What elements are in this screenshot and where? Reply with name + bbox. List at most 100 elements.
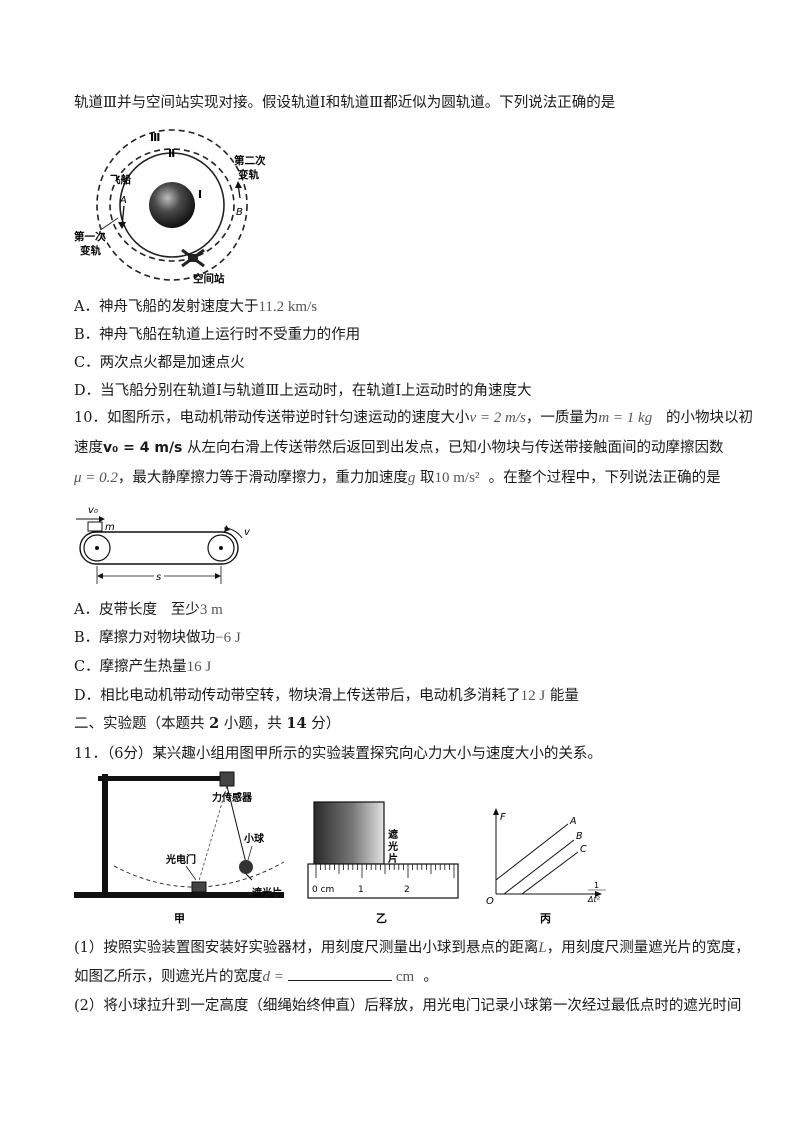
shade-char-3: 片 [388, 852, 398, 865]
q9-option-c: C．两次点火都是加速点火 [74, 355, 245, 371]
q11-p1-line2-text: 如图乙所示，则遮光片的宽度 [74, 969, 263, 985]
q10-line2: 速度v₀ = 4 m/s 从左向右滑上传送带然后返回到出发点，已知小物块与传送带… [74, 438, 724, 458]
q10-option-d-text2: 能量 [549, 688, 579, 704]
sensor-label: 力传感器 [212, 791, 253, 804]
q11-p1-line1: (1）按照实验装置图安装好实验器材，用刻度尺测量出小球到悬点的距离L，用刻度尺测… [74, 938, 750, 958]
section2-mid: 小题，共 [219, 716, 287, 732]
v-label: v [244, 527, 251, 538]
shade-icon [245, 873, 253, 881]
line-a-label: A [569, 816, 577, 827]
ruler-tick-2: 2 [404, 885, 410, 895]
conveyor-figure: v₀ m v s [76, 505, 251, 584]
q10-option-b-math: −6 J [215, 630, 241, 646]
block-icon [87, 521, 103, 532]
gate-leader [185, 865, 197, 881]
point-a-label: A [119, 195, 127, 206]
m-label: m [105, 522, 115, 533]
x-axis-denominator: Δt² [587, 895, 601, 904]
ruler-tick-0: 0 cm [312, 885, 334, 895]
force-sensor-icon [219, 771, 235, 787]
q10-option-d-text: D．相比电动机带动传动带空转，物块滑上传送带后，电动机多消耗了 [74, 688, 521, 704]
orbit2-label: Ⅱ [168, 147, 175, 160]
shade-char-2: 光 [387, 840, 398, 853]
first-change-label-1: 第一次 [74, 230, 106, 243]
answer-blank-d[interactable] [287, 966, 392, 981]
arrowhead-a-icon [118, 222, 126, 229]
q10-option-b: B．摩擦力对物块做功−6 J [74, 628, 241, 648]
fig-jia-caption: 甲 [174, 912, 185, 925]
rest-string [197, 785, 228, 885]
q10-v0-math: v₀ = 4 m/s [103, 440, 183, 456]
leader-first-change [101, 217, 119, 230]
ball-leader [247, 845, 253, 861]
q11-stem: 11．（6分）某兴趣小组用图甲所示的实验装置探究向心力大小与速度大小的关系。 [74, 746, 602, 762]
earth-icon [149, 182, 195, 228]
string [226, 785, 247, 864]
q10-option-c-text: C．摩擦产生热量 [74, 659, 187, 675]
orbit-3 [96, 129, 248, 281]
point-b-label: B [236, 207, 243, 218]
q10-line3-text-a: ，最大静摩擦力等于滑动摩擦力，重力加速度 [117, 470, 408, 486]
q10-line3: μ = 0.2，最大静摩擦力等于滑动摩擦力，重力加速度g 取10 m/s² 。在… [74, 468, 721, 488]
q10-option-c: C．摩擦产生热量16 J [74, 657, 211, 677]
q9-option-d: D．当飞船分别在轨道Ⅰ与轨道Ⅲ上运动时，在轨道Ⅰ上运动时的角速度大 [74, 383, 532, 399]
orbit-1 [119, 152, 225, 258]
line-b [503, 839, 575, 895]
orbit-2 [109, 148, 235, 262]
belt-left-end [79, 531, 97, 565]
section2-count: 2 [209, 715, 220, 732]
q10-option-a-math: 3 m [199, 602, 223, 618]
q11-p1-line2: 如图乙所示，则遮光片的宽度d =cm 。 [74, 966, 438, 987]
base-plate [74, 892, 284, 898]
ship-label: 飞船 [110, 173, 131, 186]
v0-label: v₀ [88, 505, 98, 516]
q9-option-a: A．神舟飞船的发射速度大于11.2 km/s [74, 297, 317, 317]
section2-prefix: 二、实验题（本题共 [74, 716, 210, 732]
right-pulley-hub [219, 546, 223, 550]
q10-line1: 10．如图所示，电动机带动传送带逆时针匀速运动的速度大小v = 2 m/s，一质… [74, 408, 753, 428]
second-change-label-1: 第二次 [234, 154, 266, 167]
q11-p1-text-a: (1）按照实验装置图安装好实验器材，用刻度尺测量出小球到悬点的距离 [74, 940, 539, 956]
orbit3-label: Ⅲ [150, 131, 160, 144]
q11-L-math: L [538, 940, 547, 956]
q10-g-math: g [407, 470, 416, 486]
ball-label: 小球 [243, 832, 265, 845]
q10-line3-text-b: 取 [420, 470, 435, 486]
q9-option-a-math: 11.2 km/s [258, 299, 318, 315]
x-axis-numerator: 1 [594, 881, 599, 890]
line-c [521, 851, 579, 895]
section2-score: 14 [286, 715, 307, 732]
line-c-label: C [580, 844, 587, 855]
q10-g-value-math: 10 m/s² [434, 470, 480, 486]
q11-p2: (2）将小球拉升到一定高度（细绳始终伸直）后释放，用光电门记录小球第一次经过最低… [74, 998, 742, 1014]
q9-option-b: B．神舟飞船在轨道上运行时不受重力的作用 [74, 327, 361, 343]
station-label: 空间站 [193, 272, 225, 285]
fig-yi-caption: 乙 [376, 912, 387, 925]
rotation-arrowhead-icon [224, 525, 230, 532]
ruler-tick-1: 1 [358, 885, 364, 895]
stand-arm [98, 776, 228, 781]
fig-bing: F O A B C 1 Δt² 丙 [486, 808, 606, 925]
arrowhead-b-icon [235, 181, 242, 188]
q9-intro: 轨道Ⅲ并与空间站实现对接。假设轨道Ⅰ和轨道Ⅲ都近似为圆轨道。下列说法正确的是 [74, 95, 616, 111]
q10-line1-text-b: ，一质量为 [525, 410, 599, 426]
x-axis-arrowhead-icon [595, 891, 602, 897]
section2-suffix: 分） [306, 716, 341, 732]
q10-line2-text-b: 从左向右滑上传送带然后返回到出发点，已知小物块与传送带接触面间的动摩擦因数 [187, 440, 724, 456]
orbit1-label: Ⅰ [198, 188, 202, 201]
shade-plate [313, 801, 385, 865]
q10-option-d: D．相比电动机带动传动带空转，物块滑上传送带后，电动机多消耗了12 J 能量 [74, 686, 579, 706]
first-change-label-2: 变轨 [80, 244, 101, 257]
s-label: s [156, 572, 161, 583]
q10-option-b-text: B．摩擦力对物块做功 [74, 630, 216, 646]
origin-label: O [486, 896, 494, 907]
q11-p1-line2-end: 。 [423, 969, 438, 985]
line-a [495, 823, 569, 881]
s-arrow-left-icon [97, 573, 103, 579]
v0-arrowhead-icon [99, 516, 105, 522]
q10-option-a: A．皮带长度 至少3 m [74, 600, 223, 620]
shade-char-1: 遮 [388, 828, 398, 841]
q10-line2-text-a: 速度 [74, 440, 103, 456]
s-arrow-right-icon [215, 573, 221, 579]
left-pulley-hub [95, 546, 99, 550]
